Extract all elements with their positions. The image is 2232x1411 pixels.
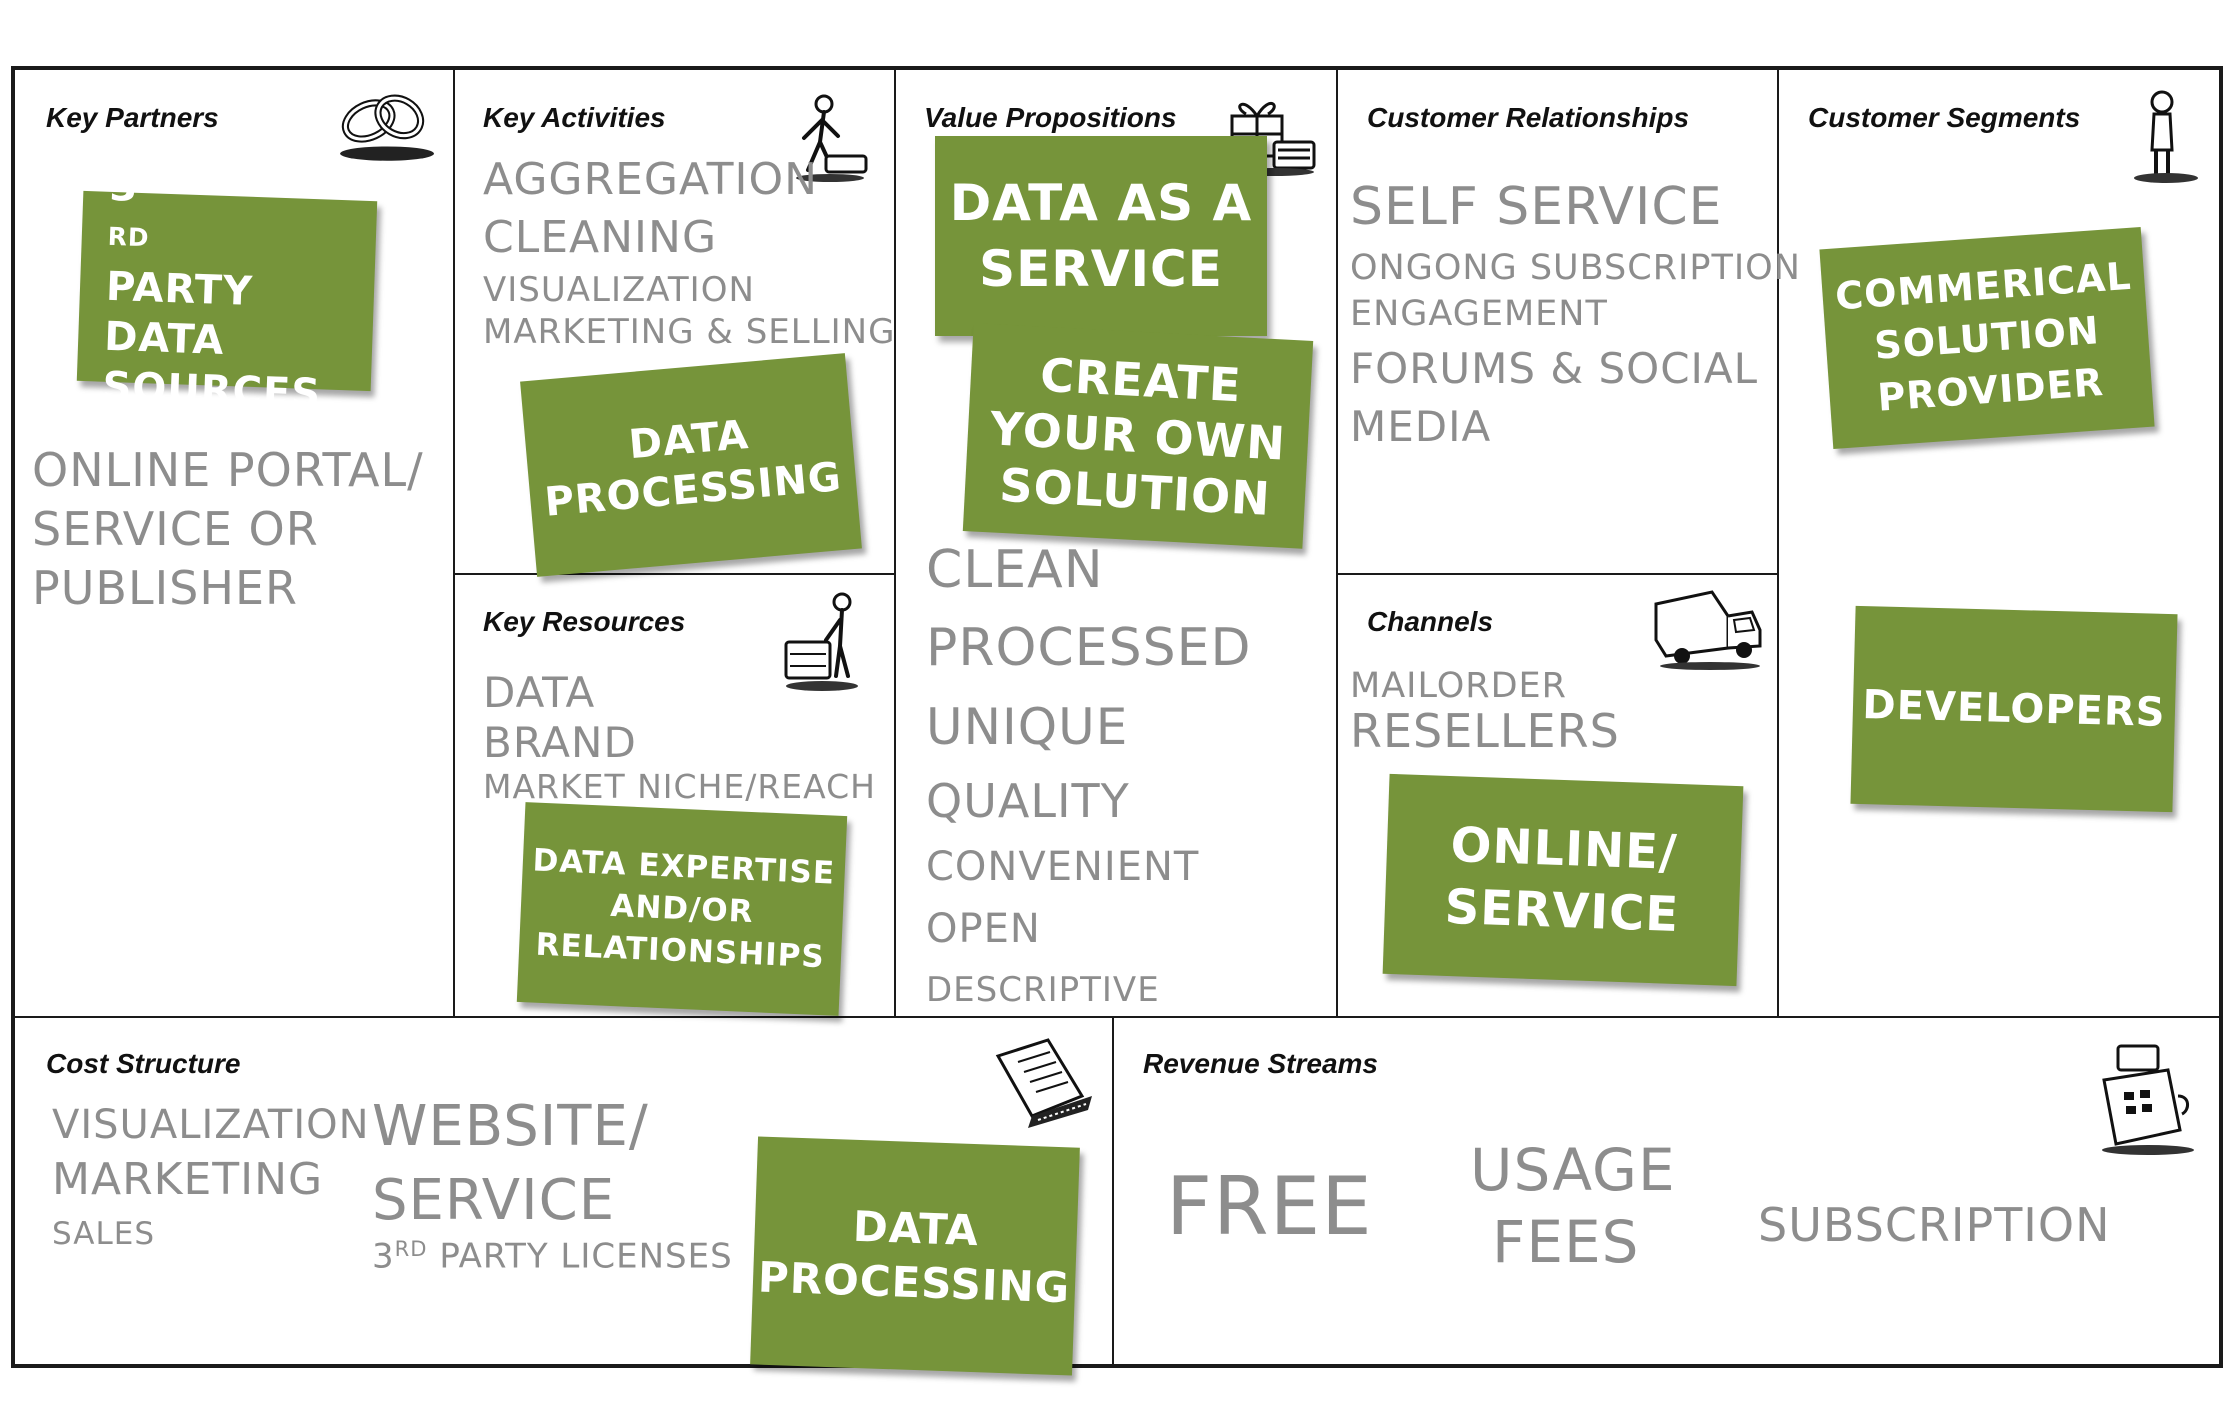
- key-partners-title: Key Partners: [46, 102, 219, 133]
- key-resources-item: DATA: [483, 668, 596, 717]
- divider: [453, 68, 455, 1017]
- revenue-item-usage-fees: USAGE: [1470, 1136, 1676, 1204]
- note-text: DATA AS A: [949, 174, 1253, 232]
- cost-item: SALES: [52, 1216, 155, 1252]
- note-developers: DEVELOPERS: [1850, 605, 2178, 813]
- value-proposition-item: CLEAN: [926, 540, 1104, 600]
- key-resources-item: MARKET NICHE/REACH: [483, 767, 876, 806]
- note-data-as-a-service: DATA AS A SERVICE: [935, 136, 1267, 336]
- note-commercial-solution-provider: COMMERICAL SOLUTION PROVIDER: [1819, 227, 2155, 449]
- note-create-your-own-solution: CREATE YOUR OWN SOLUTION: [962, 323, 1314, 549]
- person-with-crate-icon: [782, 590, 862, 694]
- value-proposition-item: PROCESSED: [926, 618, 1252, 678]
- worker-icon: [790, 92, 870, 184]
- note-online-service: ONLINE/ SERVICE: [1382, 773, 1744, 987]
- cost-item-text: 3: [372, 1236, 395, 1277]
- cost-item: 3RD PARTY LICENSES: [372, 1236, 733, 1277]
- note-data-expertise: DATA EXPERTISE AND/OR RELATIONSHIPS: [516, 802, 848, 1016]
- cost-item: WEBSITE/: [372, 1094, 649, 1159]
- canvas-frame: [11, 66, 2223, 1368]
- divider: [11, 1016, 2223, 1018]
- value-proposition-item: OPEN: [926, 906, 1041, 952]
- divider: [894, 68, 896, 1017]
- note-text: 3: [108, 163, 140, 211]
- note-text: AND/OR: [609, 887, 755, 931]
- value-proposition-item: UNIQUE: [926, 698, 1129, 756]
- note-text: DATA EXPERTISE: [531, 842, 836, 892]
- key-partners-text: PUBLISHER: [32, 561, 298, 615]
- revenue-item-usage-fees: FEES: [1492, 1208, 1640, 1276]
- divider: [1777, 68, 1779, 1017]
- key-activities-item: AGGREGATION: [483, 154, 819, 205]
- revenue-item-subscription: SUBSCRIPTION: [1758, 1198, 2111, 1252]
- note-text: SERVICE: [979, 240, 1223, 298]
- key-partners-text: SERVICE OR: [32, 502, 319, 556]
- cost-item: VISUALIZATION: [52, 1102, 370, 1148]
- customer-relationships-title: Customer Relationships: [1367, 102, 1690, 133]
- note-data-processing: DATA PROCESSING: [520, 353, 862, 577]
- receipt-icon: [988, 1036, 1098, 1128]
- customer-relationship-item: MEDIA: [1350, 402, 1492, 451]
- value-proposition-item: DESCRIPTIVE: [926, 970, 1160, 1010]
- cost-item: MARKETING: [52, 1154, 324, 1205]
- key-activities-item: CLEANING: [483, 212, 718, 263]
- note-text-superscript: RD: [107, 221, 151, 253]
- value-propositions-title: Value Propositions: [924, 102, 1177, 133]
- divider: [1112, 1017, 1114, 1366]
- cost-item: SERVICE: [372, 1168, 616, 1233]
- cash-register-icon: [2098, 1040, 2198, 1158]
- value-proposition-item: CONVENIENT: [926, 844, 1200, 890]
- key-activities-item: VISUALIZATION: [483, 270, 755, 310]
- cost-item-text: PARTY LICENSES: [427, 1236, 733, 1277]
- divider: [1336, 573, 1777, 575]
- value-proposition-item: QUALITY: [926, 774, 1130, 828]
- revenue-streams-title: Revenue Streams: [1143, 1048, 1379, 1079]
- note-text: PROCESSING: [757, 1252, 1071, 1313]
- cost-item-superscript: RD: [394, 1236, 428, 1261]
- customer-relationship-item: SELF SERVICE: [1350, 177, 1723, 237]
- key-resources-title: Key Resources: [483, 606, 686, 637]
- note-text: DEVELOPERS: [1861, 682, 2167, 736]
- cost-structure-title: Cost Structure: [46, 1048, 241, 1079]
- customer-relationship-item: ENGAGEMENT: [1350, 294, 1608, 334]
- note-text: DATA: [103, 313, 226, 364]
- chain-links-icon: [334, 82, 436, 164]
- note-text: ONLINE/: [1449, 817, 1679, 881]
- note-text: SERVICE: [1443, 878, 1680, 944]
- key-resources-item: BRAND: [483, 718, 637, 767]
- channel-item: RESELLERS: [1350, 704, 1620, 758]
- note-cost-data-processing: DATA PROCESSING: [750, 1136, 1080, 1376]
- truck-icon: [1652, 586, 1764, 672]
- customer-segments-title: Customer Segments: [1808, 102, 2081, 133]
- key-activities-title: Key Activities: [483, 102, 666, 133]
- key-partners-text: ONLINE PORTAL/: [32, 443, 424, 497]
- customer-relationship-item: ONGONG SUBSCRIPTION: [1350, 248, 1801, 288]
- divider: [1336, 68, 1338, 1017]
- note-text: CREATE: [1038, 347, 1243, 413]
- note-text: RELATIONSHIPS: [534, 926, 826, 976]
- key-activities-item: MARKETING & SELLING: [483, 312, 896, 352]
- note-text: DATA: [852, 1201, 980, 1256]
- revenue-item-free: FREE: [1166, 1160, 1373, 1253]
- standing-person-icon: [2132, 90, 2202, 186]
- divider: [453, 573, 894, 575]
- customer-relationship-item: FORUMS & SOCIAL: [1350, 344, 1759, 393]
- note-text: PARTY: [105, 263, 254, 315]
- channel-item: MAILORDER: [1350, 666, 1567, 706]
- channels-title: Channels: [1367, 606, 1494, 637]
- note-text: SOURCES: [101, 363, 322, 418]
